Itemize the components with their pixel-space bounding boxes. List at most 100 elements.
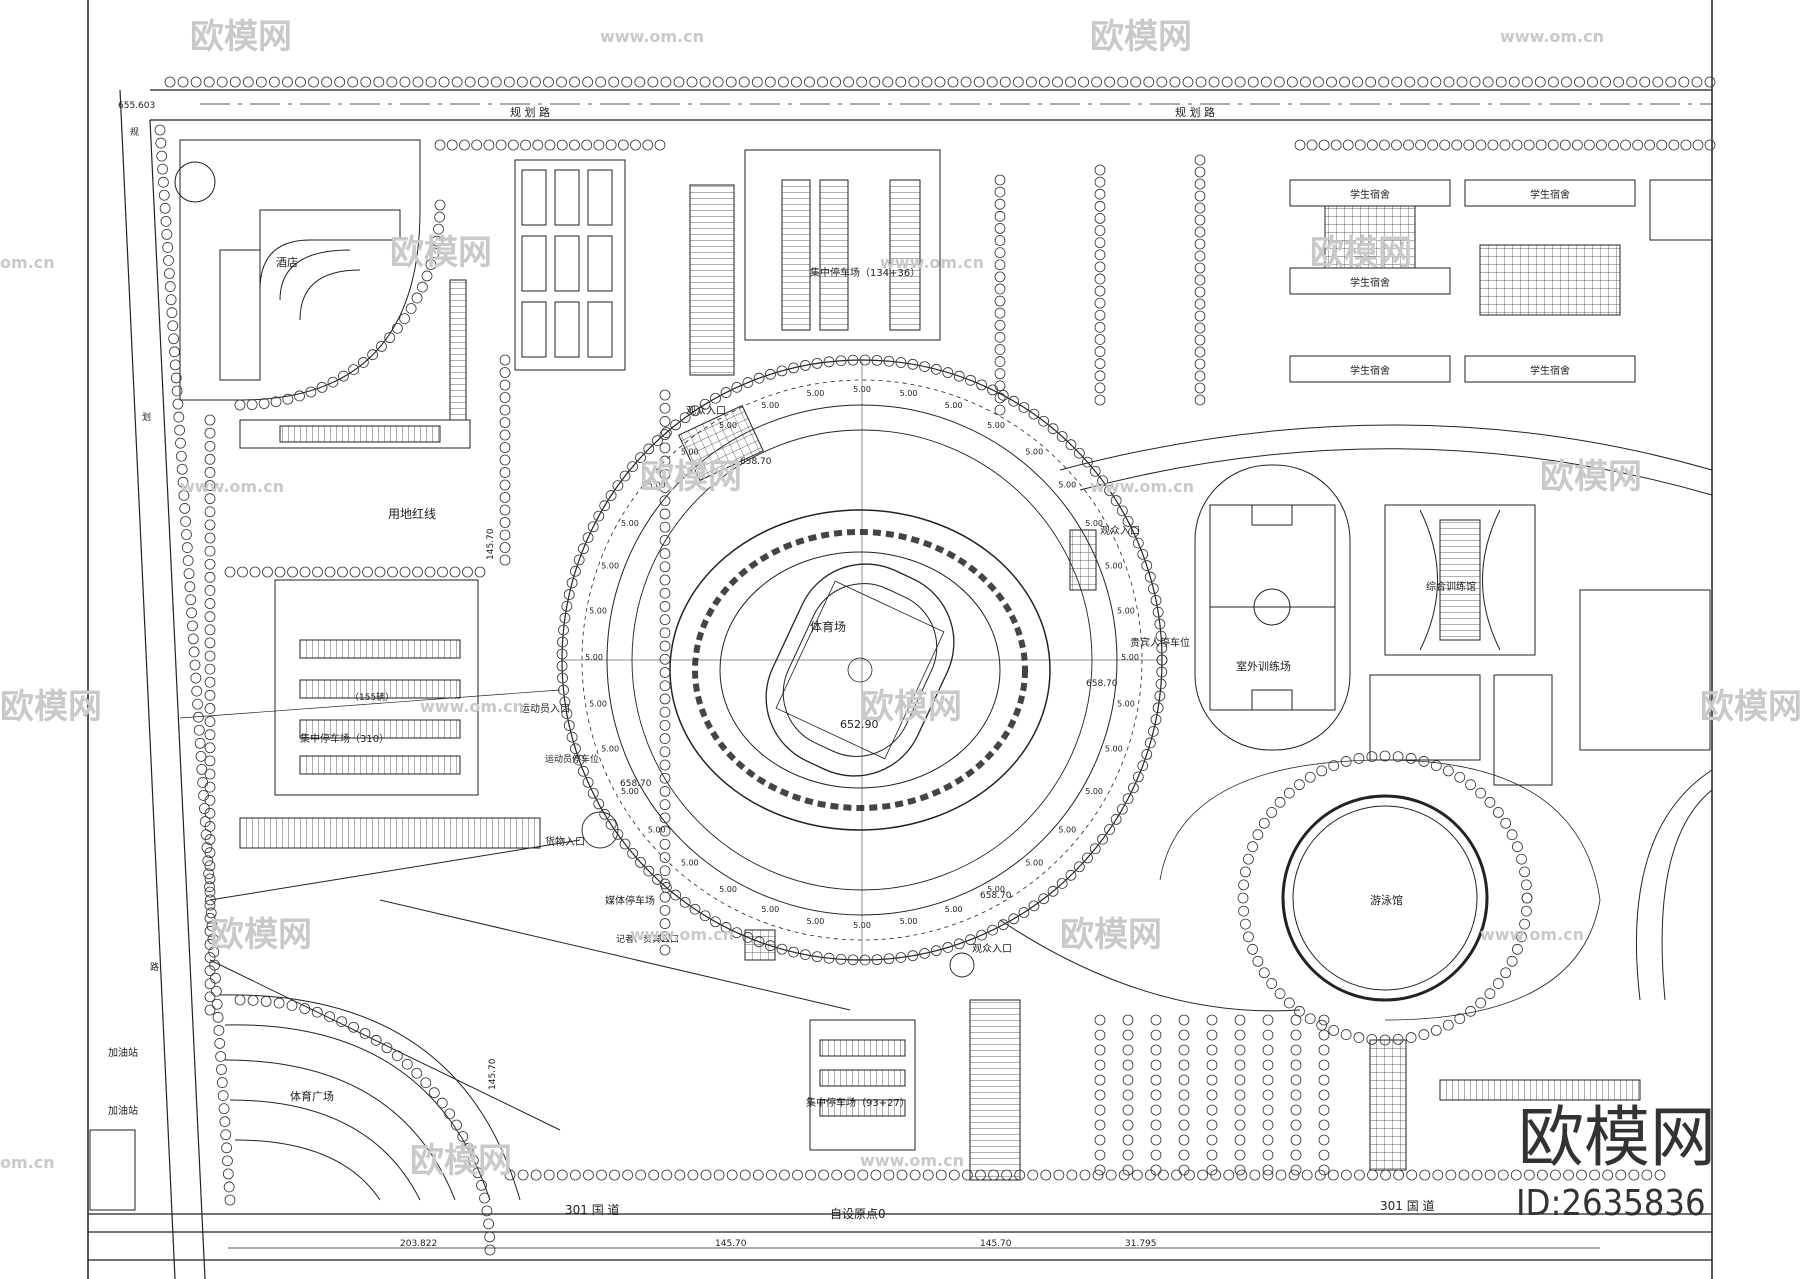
tree-symbol [1266, 978, 1278, 989]
tree-symbol [1001, 1169, 1012, 1181]
tree-symbol [1247, 943, 1258, 955]
tree-symbol [1178, 1134, 1190, 1146]
tree-symbol [308, 76, 319, 88]
tree-symbol [411, 1067, 423, 1079]
tree-symbol [994, 295, 1006, 307]
seat-dimension-label: 5.00 [589, 606, 607, 615]
tree-symbol [689, 903, 701, 915]
tree-symbol [1065, 76, 1076, 88]
tree-symbol [1234, 1059, 1246, 1071]
tree-symbol [1391, 139, 1402, 151]
tree-symbol [444, 1108, 456, 1120]
tree-symbol [1014, 1169, 1026, 1181]
tree-symbol [337, 566, 348, 578]
tree-symbol [1079, 1169, 1091, 1181]
tree-symbol [1238, 879, 1250, 891]
tree-symbol [1082, 456, 1093, 468]
tree-symbol [1243, 931, 1254, 943]
hotel-plot [174, 139, 471, 449]
tree-symbol [434, 199, 446, 211]
label-sports-square: 体育广场 [290, 1089, 334, 1103]
tree-symbol [204, 899, 216, 911]
tree-symbol [556, 660, 568, 672]
north-parking [689, 149, 941, 376]
tree-symbol [1092, 1169, 1104, 1181]
tree-symbol [204, 794, 216, 806]
tree-symbol [1094, 273, 1106, 285]
tree-symbol [659, 786, 671, 797]
tree-symbol [190, 76, 202, 88]
tree-symbol [895, 76, 907, 88]
tree-symbol [1587, 76, 1598, 88]
tree-symbol [587, 521, 599, 533]
tree-symbol [720, 922, 732, 933]
tree-symbol [405, 303, 417, 314]
tree-symbol [1178, 1059, 1190, 1071]
tree-symbol [1097, 475, 1108, 487]
seat-dimension-label: 5.00 [987, 885, 1005, 894]
watermark-url-8: www.om.cn [630, 925, 734, 944]
tree-symbol [765, 940, 776, 952]
tree-symbol [449, 566, 461, 578]
tree-symbol [1456, 76, 1468, 88]
tree-symbol [1500, 967, 1512, 979]
tree-symbol [211, 998, 223, 1010]
tree-symbol [204, 519, 216, 531]
tree-symbol [189, 659, 201, 671]
tree-symbol [158, 189, 170, 201]
tree-symbol [1012, 76, 1024, 88]
tree-symbol [169, 346, 180, 358]
tree-symbol [710, 392, 721, 404]
tree-symbol [1194, 262, 1206, 274]
tree-symbol [635, 1169, 647, 1181]
tree-symbol [659, 614, 671, 626]
watermark-brand-4: 欧模网 [1310, 233, 1412, 273]
tree-symbol [1608, 139, 1619, 151]
tree-symbol [965, 934, 976, 946]
tree-symbol [157, 163, 168, 175]
tree-symbol [192, 698, 203, 710]
tree-symbol [1144, 571, 1156, 583]
tree-symbol [659, 574, 671, 586]
watermark-url-3: om.cn [0, 253, 55, 272]
tree-symbol [921, 76, 933, 88]
tree-symbol [180, 516, 192, 527]
tree-symbol [612, 828, 624, 840]
tree-symbol [212, 1011, 224, 1023]
tree-symbol [659, 931, 671, 943]
tree-symbol [1266, 807, 1278, 818]
tree-symbol [811, 357, 823, 369]
tree-symbol [652, 435, 663, 446]
watermark-brand-1: 欧模网 [190, 17, 292, 57]
tree-symbol [532, 139, 544, 151]
tree-symbol [499, 442, 511, 453]
tree-symbol [1194, 394, 1206, 406]
tree-symbol [883, 1169, 895, 1181]
tree-symbol [1508, 76, 1520, 88]
tree-symbol [635, 452, 646, 464]
tree-symbol [1234, 1149, 1246, 1161]
tree-symbol [499, 542, 511, 553]
tree-symbol [557, 672, 568, 684]
tree-symbol [399, 76, 411, 88]
tree-symbol [1221, 76, 1233, 88]
tree-symbol [215, 1051, 227, 1062]
tree-symbol [1094, 225, 1106, 236]
tree-symbol [559, 696, 571, 708]
tree-symbol [699, 76, 711, 88]
tree-symbol [229, 76, 241, 88]
tree-symbol [699, 398, 711, 410]
tree-symbol [204, 821, 216, 832]
tree-symbol [1122, 516, 1134, 527]
tree-symbol [1510, 1169, 1522, 1181]
tree-symbol [1116, 505, 1128, 517]
tree-symbol [742, 377, 754, 388]
tree-symbol [720, 387, 732, 398]
tree-symbol [1040, 1169, 1052, 1181]
tree-symbol [187, 620, 198, 632]
tree-symbol [1665, 76, 1677, 88]
tree-symbol [643, 865, 655, 877]
tree-symbol [188, 646, 200, 658]
tree-symbol [1318, 1104, 1330, 1116]
tree-symbol [1130, 76, 1142, 88]
